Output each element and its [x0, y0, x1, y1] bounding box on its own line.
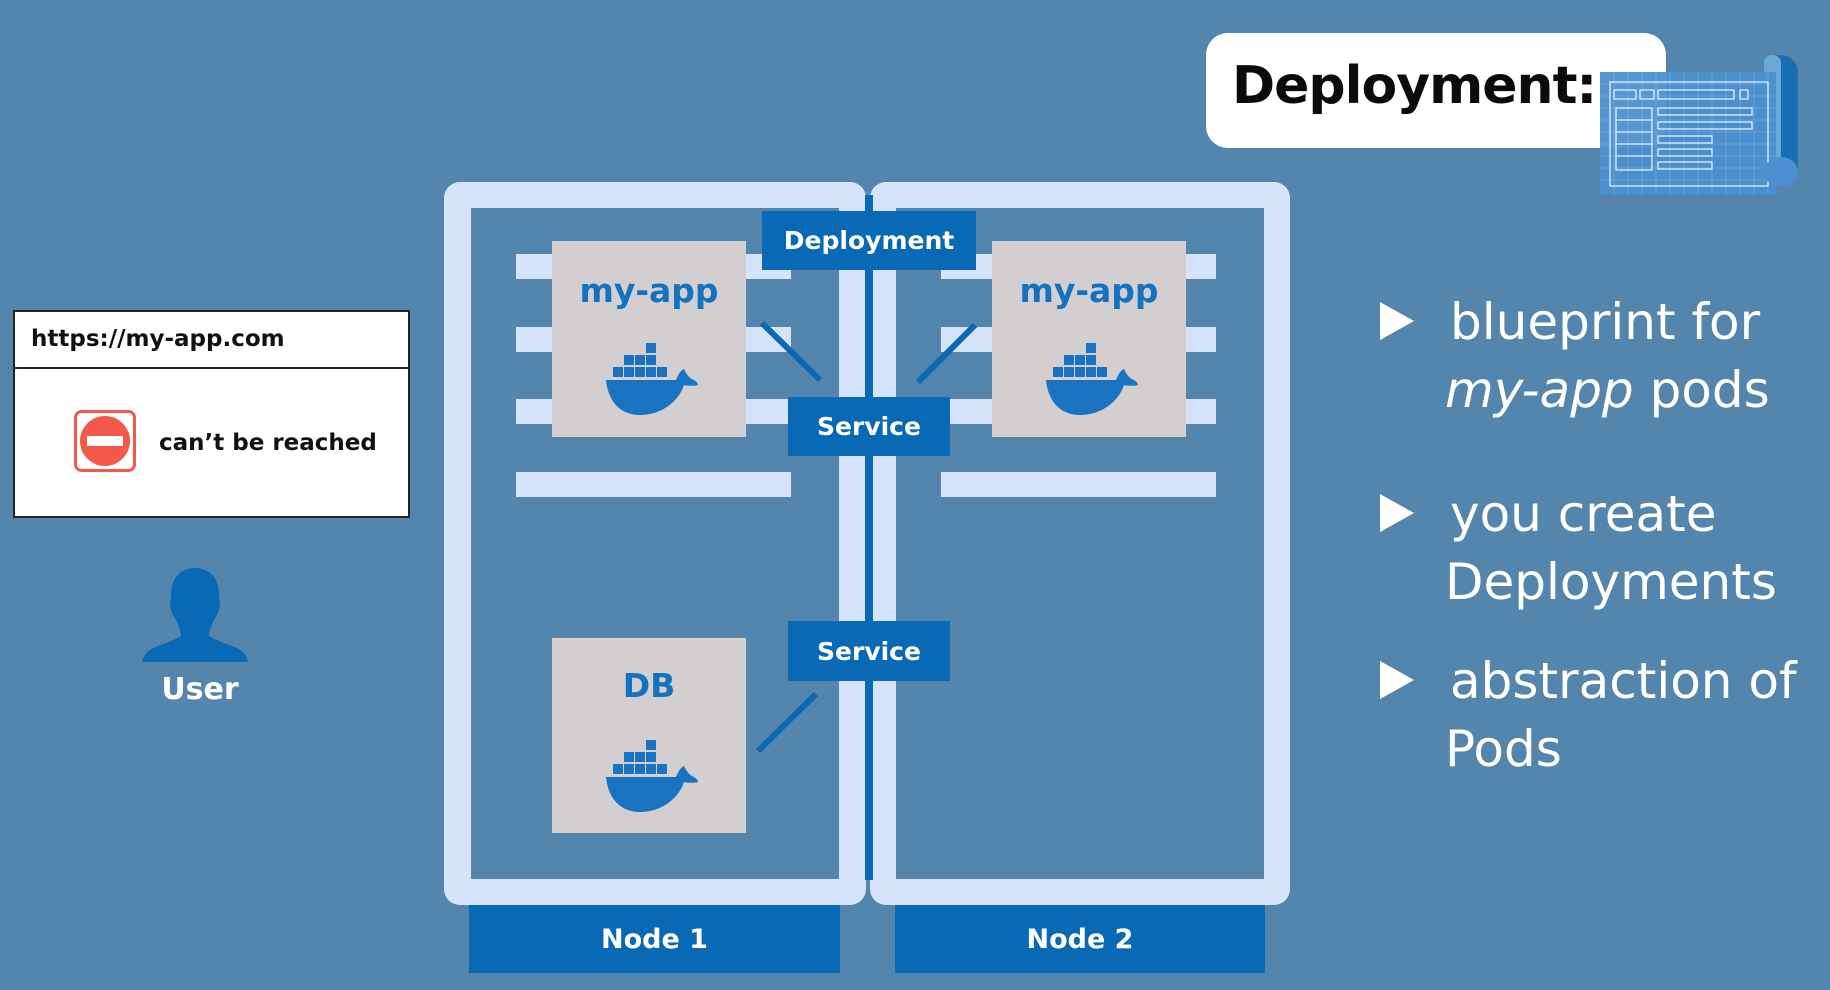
bullet-italic-term: my-app [1445, 361, 1634, 419]
pod-db-node-1[interactable]: DB [552, 638, 746, 833]
title-card [1206, 33, 1666, 148]
bullet-arrow-icon [1380, 302, 1414, 340]
node-2-bar [941, 472, 1216, 497]
docker-whale-icon [606, 740, 698, 812]
bullet-arrow-icon [1380, 661, 1414, 699]
user-label: User [161, 672, 239, 707]
address-bar[interactable]: https://my-app.com [15, 312, 408, 369]
deployment-box[interactable]: Deployment [762, 211, 976, 270]
url-text: https://my-app.com [31, 326, 285, 352]
pod-my-app-node-1[interactable]: my-app [552, 241, 746, 437]
error-message: can’t be reached [159, 430, 377, 456]
bullet-arrow-icon [1380, 494, 1414, 532]
blueprint-icon [1600, 55, 1798, 195]
browser-window: https://my-app.com can’t be reached [13, 310, 410, 518]
slide-title: Deployment: [1232, 56, 1597, 116]
stop-icon [74, 410, 136, 472]
pod-label: my-app [1019, 271, 1159, 310]
bullet-text-line2: Deployments [1445, 553, 1777, 611]
node-1-bar [516, 472, 791, 497]
bullet-text-line2: my-app pods [1445, 356, 1770, 424]
docker-whale-icon [1046, 343, 1138, 415]
docker-whale-icon [606, 343, 698, 415]
bullet-text-line2: Pods [1445, 720, 1562, 778]
pod-my-app-node-2[interactable]: my-app [992, 241, 1186, 437]
pod-label: DB [622, 666, 676, 705]
bullet-text-rest: pods [1633, 361, 1770, 419]
node-1-label: Node 1 [469, 905, 840, 973]
node-2-label: Node 2 [895, 905, 1265, 973]
bullet-text: blueprint for [1450, 293, 1761, 351]
service-box-app[interactable]: Service [788, 397, 950, 456]
bullet-text: abstraction of [1450, 652, 1797, 710]
service-box-db[interactable]: Service [788, 621, 950, 681]
pod-label: my-app [579, 271, 719, 310]
user-silhouette-icon [142, 568, 248, 662]
bullet-text: you create [1450, 485, 1717, 543]
